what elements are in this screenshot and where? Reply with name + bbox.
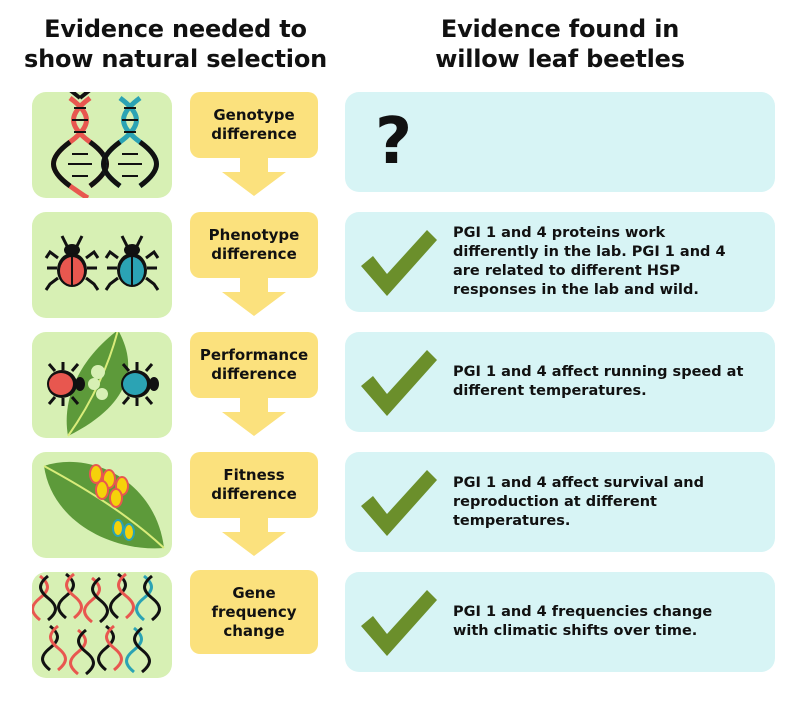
evidence-box-phenotype: PGI 1 and 4 proteins work differently in… xyxy=(345,212,775,312)
right-column-title: Evidence found in willow leaf beetles xyxy=(435,15,685,73)
stage-row-phenotype: Phenotype difference PGI 1 and 4 protein… xyxy=(0,212,800,322)
beetles-icon xyxy=(44,235,160,291)
stage-label: Gene frequency change xyxy=(211,583,297,640)
checkmark-icon xyxy=(361,230,437,296)
evidence-box-performance: PGI 1 and 4 affect running speed at diff… xyxy=(345,332,775,432)
stage-row-fitness: Fitness difference PGI 1 and 4 affect su… xyxy=(0,452,800,562)
stage-box-fitness: Fitness difference xyxy=(190,452,318,518)
down-arrow-icon xyxy=(222,398,286,436)
stage-label: Performance difference xyxy=(199,346,309,383)
checkmark-icon xyxy=(361,590,437,656)
stage-label: Genotype difference xyxy=(211,106,297,143)
stage-box-phenotype: Phenotype difference xyxy=(190,212,318,278)
stage-row-genotype: Genotype difference ? xyxy=(0,92,800,202)
evidence-text: PGI 1 and 4 affect survival and reproduc… xyxy=(453,474,704,529)
dna-icon xyxy=(51,92,159,198)
stage-label: Phenotype difference xyxy=(208,226,300,263)
evidence-text: PGI 1 and 4 affect running speed at diff… xyxy=(453,364,744,399)
down-arrow-icon xyxy=(222,158,286,196)
leaf-eggs-icon xyxy=(43,461,165,549)
beetles-icon-box xyxy=(32,212,172,318)
question-mark-icon: ? xyxy=(375,105,413,179)
stage-label: Fitness difference xyxy=(211,466,297,503)
evidence-box-gene-frequency: PGI 1 and 4 frequencies change with clim… xyxy=(345,572,775,672)
stage-box-performance: Performance difference xyxy=(190,332,318,398)
stage-box-genotype: Genotype difference xyxy=(190,92,318,158)
evidence-box-fitness: PGI 1 and 4 affect survival and reproduc… xyxy=(345,452,775,552)
evidence-box-genotype: ? xyxy=(345,92,775,192)
evidence-text: PGI 1 and 4 frequencies change with clim… xyxy=(453,604,713,639)
stage-row-gene-frequency: Gene frequency change PGI 1 and 4 freque… xyxy=(0,570,800,682)
dna-population-icon-box xyxy=(32,572,172,678)
down-arrow-icon xyxy=(222,278,286,316)
stage-row-performance: Performance difference PGI 1 and 4 affec… xyxy=(0,332,800,442)
checkmark-icon xyxy=(361,470,437,536)
dna-population-icon xyxy=(32,572,161,676)
left-column-title: Evidence needed to show natural selectio… xyxy=(23,15,327,73)
dna-icon-box xyxy=(32,92,172,198)
leaf-eggs-icon-box xyxy=(32,452,172,558)
checkmark-icon xyxy=(361,350,437,416)
stage-box-gene-frequency: Gene frequency change xyxy=(190,570,318,654)
evidence-text: PGI 1 and 4 proteins work differently in… xyxy=(453,225,726,298)
down-arrow-icon xyxy=(222,518,286,556)
beetles-leaf-icon xyxy=(47,332,159,437)
beetles-leaf-icon-box xyxy=(32,332,172,438)
